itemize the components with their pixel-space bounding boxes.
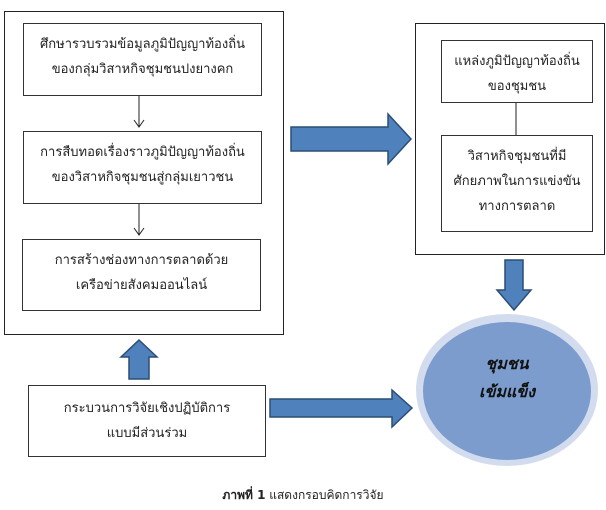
item-text: แหล่งภูมิปัญญาท้องถิ่น (454, 54, 580, 69)
process-box-participatory-research: กระบวนการวิจัยเชิงปฏิบัติการ แบบมีส่วนร่… (28, 385, 266, 457)
item-text: ศักยภาพในการแข่งขัน (453, 174, 581, 189)
thin-arrow-2-to-3 (133, 204, 145, 236)
outcome-text: เข้มแข็ง (478, 382, 535, 401)
step-text: ของกลุ่มวิสาหกิจชุมชนปงยางคก (51, 62, 234, 77)
item-text: วิสาหกิจชุมชนที่มี (467, 149, 567, 164)
step-box-study-wisdom: ศึกษารวบรวมข้อมูลภูมิปัญญาท้องถิ่น ของกล… (23, 23, 262, 96)
outcome-label: ชุมชน เข้มแข็ง (416, 350, 598, 406)
step-text: เครือข่ายสังคมออนไลน์ (75, 278, 208, 293)
outcome-text: ชุมชน (485, 354, 529, 373)
process-text: กระบวนการวิจัยเชิงปฏิบัติการ (63, 401, 231, 416)
figure-caption: ภาพที่ 1 แสดงกรอบคิดการวิจัย (0, 486, 606, 505)
item-text: ทางการตลาด (478, 199, 556, 214)
step-text: การสร้างช่องทางการตลาดด้วย (54, 253, 229, 268)
caption-text: แสดงกรอบคิดการวิจัย (265, 488, 384, 502)
item-text: ของชุมชน (487, 79, 547, 94)
caption-label: ภาพที่ 1 (222, 488, 266, 502)
step-text: ของวิสาหกิจชุมชนสู่กลุ่มเยาวชน (51, 170, 234, 185)
step-text: การสืบทอดเรื่องราวภูมิปัญญาท้องถิ่น (40, 145, 245, 160)
thin-arrow-1-to-2 (133, 96, 145, 128)
block-arrow-right-bottom (269, 388, 414, 429)
outcome-ellipse (423, 322, 591, 460)
block-arrow-up (119, 338, 159, 380)
item-box-wisdom-source: แหล่งภูมิปัญญาท้องถิ่น ของชุมชน (441, 40, 593, 103)
process-text: แบบมีส่วนร่วม (106, 426, 188, 441)
step-box-online-marketing: การสร้างช่องทางการตลาดด้วย เครือข่ายสังค… (22, 239, 261, 311)
step-text: ศึกษารวบรวมข้อมูลภูมิปัญญาท้องถิ่น (40, 37, 245, 52)
block-arrow-right-middle (290, 112, 413, 166)
item-box-competitive-enterprise: วิสาหกิจชุมชนที่มี ศักยภาพในการแข่งขัน ท… (441, 135, 593, 232)
block-arrow-down (495, 259, 533, 312)
step-box-inherit-stories: การสืบทอดเรื่องราวภูมิปัญญาท้องถิ่น ของว… (23, 131, 262, 204)
